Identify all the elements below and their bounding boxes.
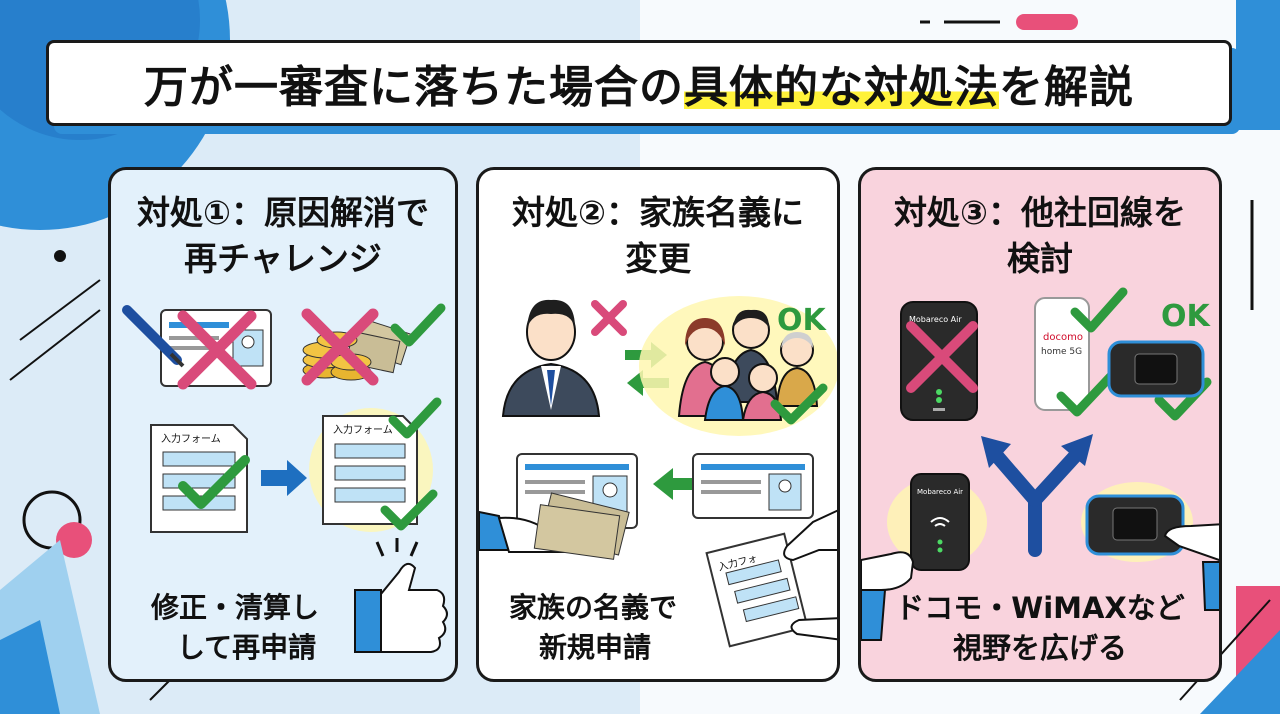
panel-3-heading-line2: 検討	[1007, 239, 1073, 278]
title-text-highlight: 具体的な対処法	[684, 62, 999, 113]
checkmark-icon	[178, 455, 250, 509]
cross-icon	[591, 300, 627, 336]
family-icon	[677, 309, 819, 421]
panel-countermeasure-3: 対処③：他社回線を 検討 Mobareco Air docomo home 5G…	[858, 167, 1222, 682]
router-brand-b: Mobareco Air	[917, 488, 963, 496]
arrow-right-icon	[261, 460, 307, 496]
form-label-b: 入力フォーム	[333, 423, 393, 436]
panel-2-footer: 家族の名義で 新規申請	[509, 588, 677, 668]
panel-3-footer-line2: 視野を広げる	[952, 631, 1127, 665]
ok-label: OK	[1161, 299, 1212, 334]
panel-2-heading: 対処②：家族名義に 変更	[479, 190, 837, 282]
panel-3-heading: 対処③：他社回線を 検討	[861, 190, 1219, 282]
id-card-icon	[692, 453, 814, 519]
input-form-icon	[322, 415, 418, 525]
hand-icon	[783, 509, 837, 641]
panel-3-footer-line1: ドコモ・WiMAXなど	[895, 591, 1185, 625]
panel-3-illustration: Mobareco Air docomo home 5G OK	[861, 287, 1219, 641]
panel-2-heading-line2: 変更	[625, 239, 691, 278]
docomo-home5g-icon	[1034, 297, 1090, 411]
panel-1-heading-line1: 対処①：原因解消で	[137, 193, 429, 232]
panel-1-heading: 対処①：原因解消で 再チャレンジ	[111, 190, 455, 282]
pocket-wifi-icon	[1107, 340, 1205, 398]
docomo-label: docomo	[1043, 332, 1083, 343]
panel-1-footer-line1: 修正・清算し	[151, 591, 320, 624]
panel-countermeasure-2: 対処②：家族名義に 変更	[476, 167, 840, 682]
pen-icon	[122, 305, 185, 368]
checkmark-icon	[770, 383, 828, 425]
title-text-after: を解説	[999, 62, 1134, 113]
home5g-label: home 5G	[1041, 347, 1082, 357]
businessman-icon	[501, 299, 601, 417]
thumbs-up-icon	[354, 538, 448, 653]
hand-with-money-icon	[479, 492, 630, 560]
panel-1-illustration: 入力フォーム 入力フォーム	[122, 303, 448, 653]
ok-label: OK	[777, 303, 828, 338]
panel-1-footer-line2: して再申請	[177, 631, 317, 664]
input-form-icon	[705, 532, 809, 648]
panel-2-heading-line1: 対処②：家族名義に	[512, 193, 804, 232]
cross-icon	[177, 310, 257, 390]
form-label-a: 入力フォーム	[161, 432, 221, 445]
checkmark-icon	[380, 397, 442, 531]
hand-icon	[1163, 523, 1219, 611]
router-brand-a: Mobareco Air	[909, 315, 962, 324]
panel-1-footer: 修正・清算し して再申請	[151, 588, 319, 668]
panel-1-heading-line2: 再チャレンジ	[184, 239, 382, 278]
panel-2-illustration: OK	[479, 296, 837, 648]
title-banner: 万が一審査に落ちた場合の具体的な対処法を解説	[46, 40, 1232, 126]
panel-countermeasure-1: 対処①：原因解消で 再チャレンジ	[108, 167, 458, 682]
cross-icon	[301, 308, 379, 386]
title-text-before: 万が一審査に落ちた場合の	[144, 62, 684, 113]
portable-router-icon	[910, 473, 970, 571]
hand-icon	[861, 551, 915, 641]
panel-3-heading-line1: 対処③：他社回線を	[894, 193, 1186, 232]
panel-3-footer: ドコモ・WiMAXなど 視野を広げる	[861, 588, 1219, 668]
branch-arrows-icon	[981, 434, 1093, 557]
pocket-wifi-icon	[1085, 494, 1185, 556]
page-title: 万が一審査に落ちた場合の具体的な対処法を解説	[144, 51, 1134, 115]
panel-2-footer-line1: 家族の名義で	[509, 591, 678, 624]
panel-2-footer-line2: 新規申請	[539, 631, 652, 664]
cross-icon	[906, 321, 978, 393]
checkmark-icon	[390, 303, 446, 347]
